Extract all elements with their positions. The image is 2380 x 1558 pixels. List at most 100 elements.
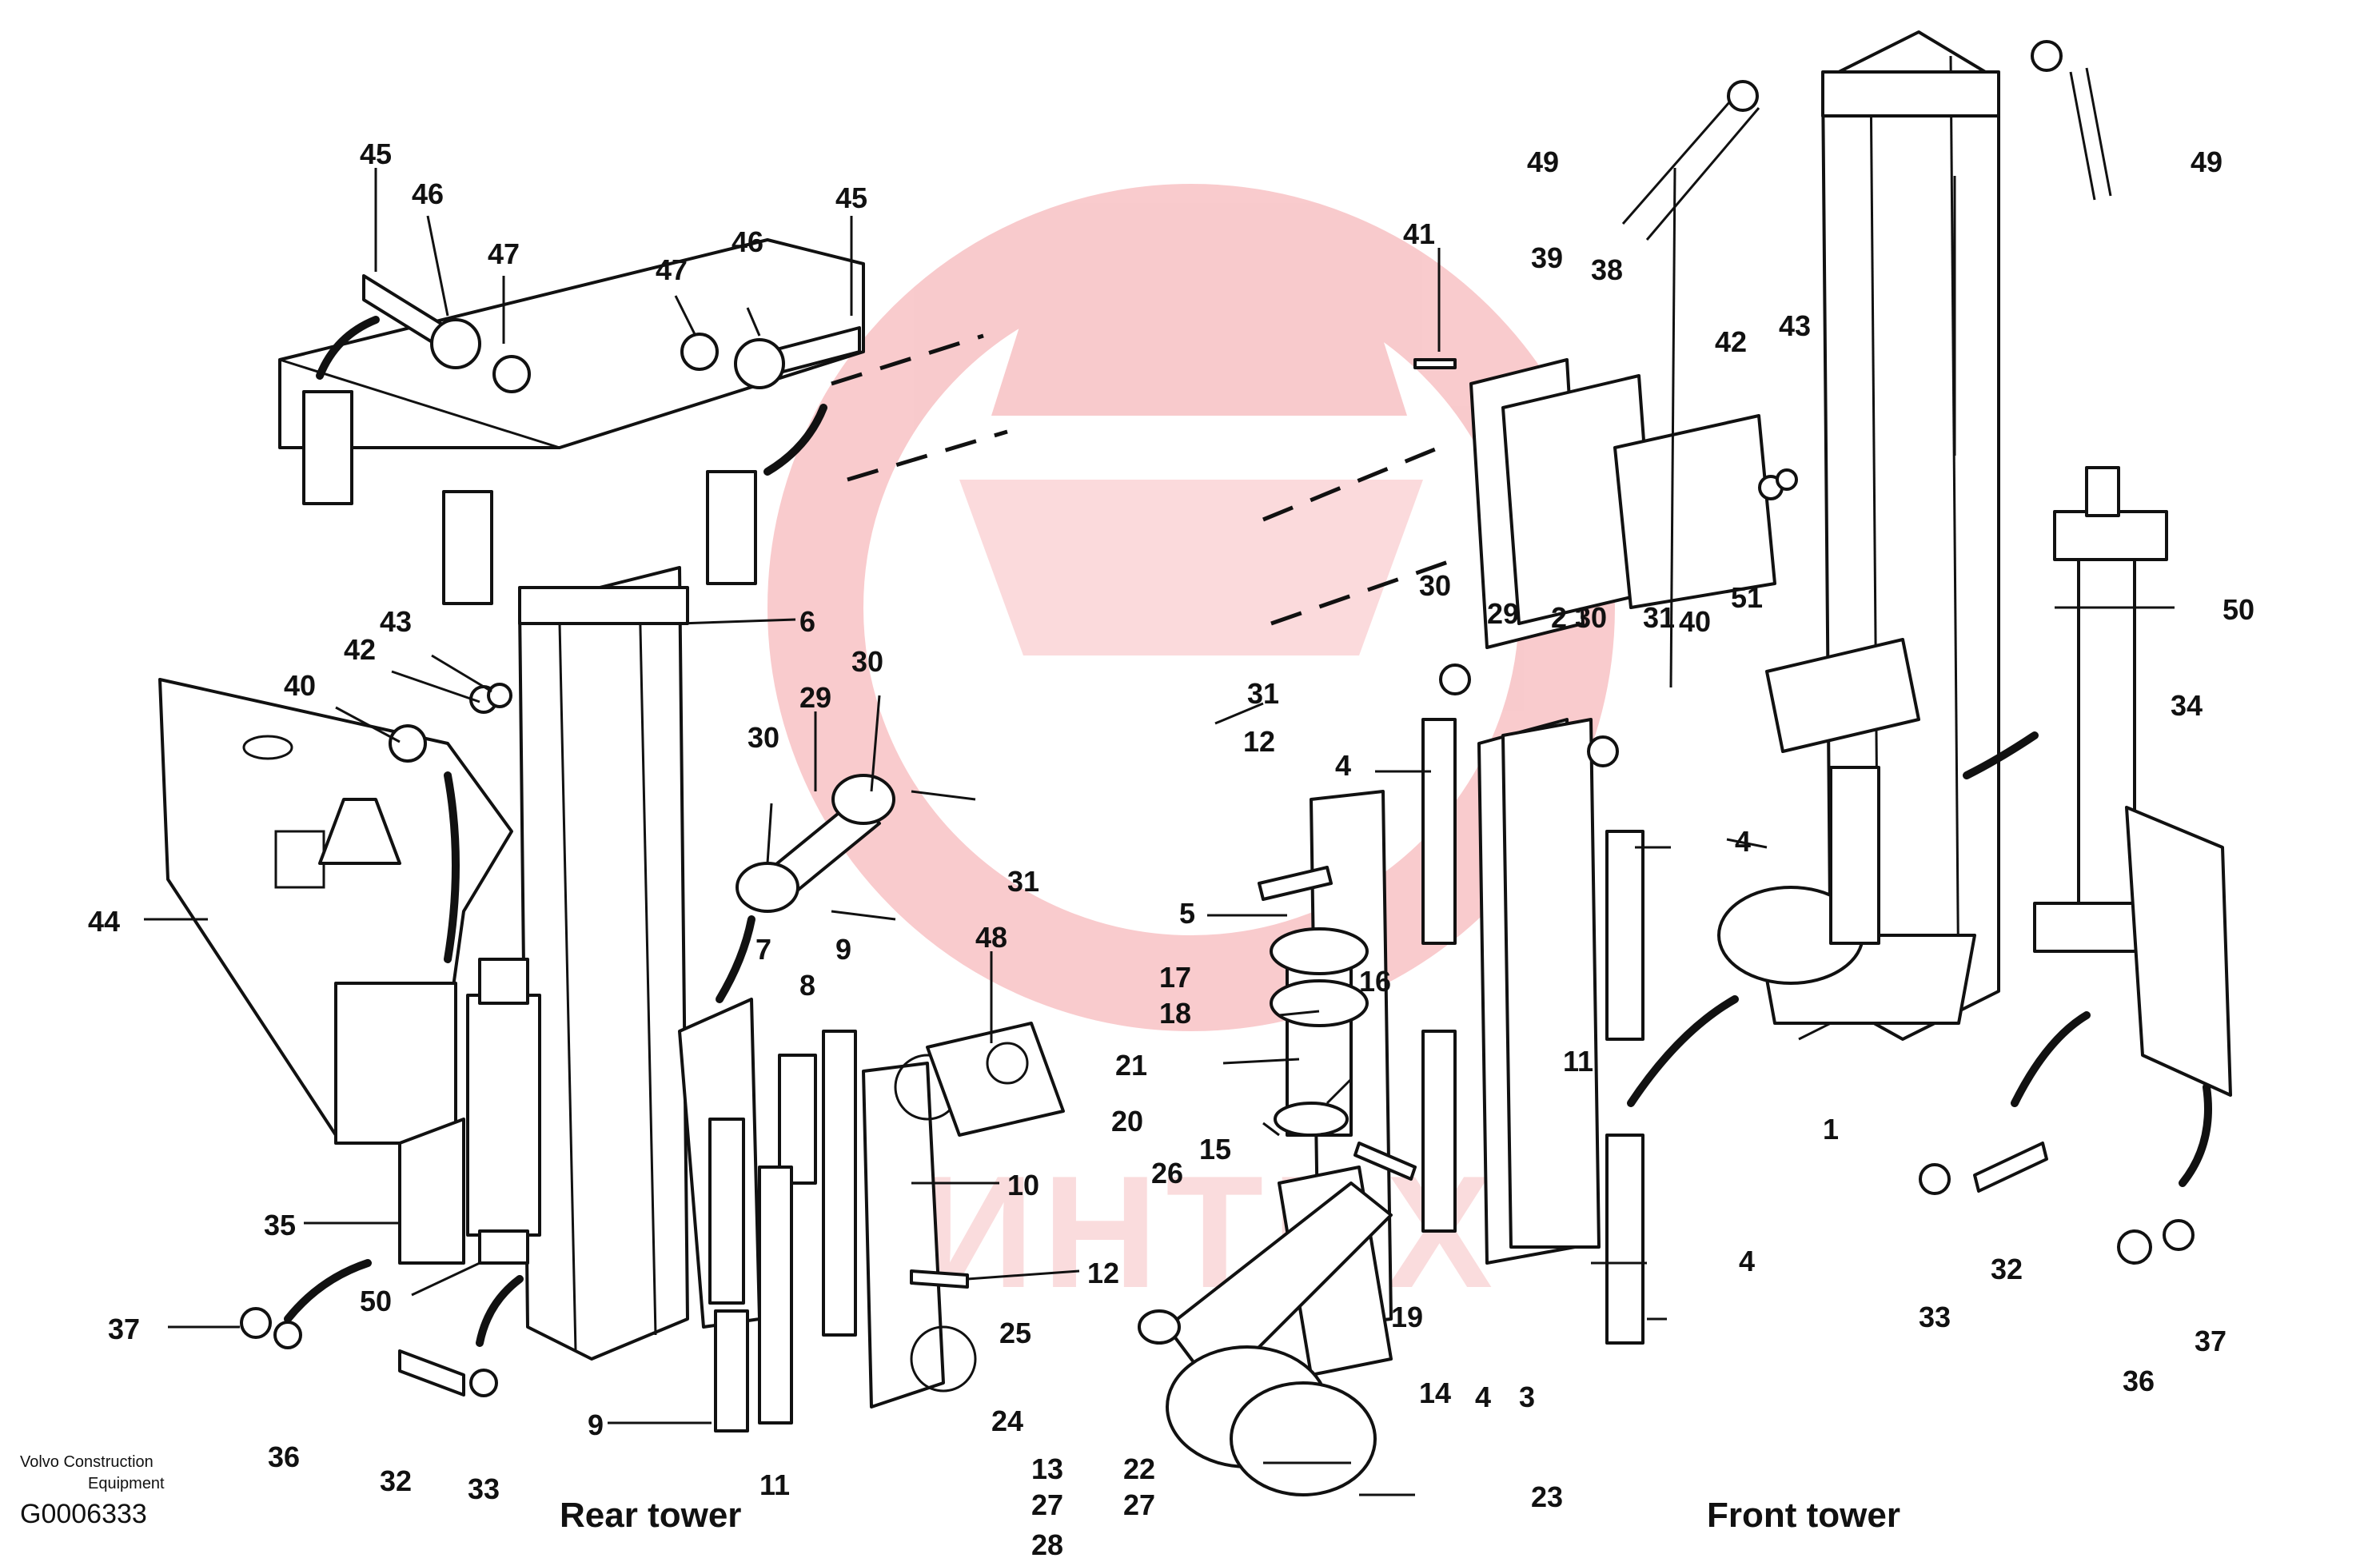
- rear-arrows: [284, 316, 827, 1347]
- callout-43: 43: [1779, 309, 1811, 342]
- watermark-center-mark: [959, 480, 1423, 655]
- callout-35: 35: [264, 1209, 296, 1241]
- callout-49: 49: [1527, 145, 1559, 178]
- callout-6: 6: [799, 605, 815, 638]
- callout-51: 51: [1731, 581, 1763, 614]
- rear-cylinder: [466, 958, 541, 1265]
- front-arrows: [1627, 731, 2212, 1187]
- callout-32: 32: [380, 1464, 412, 1497]
- callout-45: 45: [360, 137, 392, 170]
- manufacturer-credit-line1: Volvo Construction: [20, 1453, 153, 1471]
- callout-22: 22: [1123, 1452, 1155, 1485]
- callout-50: 50: [2223, 593, 2254, 626]
- callout-9: 9: [835, 933, 851, 966]
- callout-43: 43: [380, 605, 412, 638]
- callout-1: 1: [1823, 1113, 1839, 1146]
- callout-40: 40: [1679, 605, 1711, 638]
- callout-33: 33: [1919, 1301, 1951, 1333]
- callout-25: 25: [999, 1317, 1031, 1349]
- front-lower-linkage: [1138, 927, 1393, 1496]
- callout-23: 23: [1531, 1480, 1563, 1513]
- callout-10: 10: [1007, 1169, 1039, 1201]
- callout-30: 30: [747, 721, 779, 754]
- callout-41: 41: [1403, 217, 1435, 250]
- watermark-gear-top: [991, 264, 1407, 416]
- callout-44: 44: [88, 905, 120, 938]
- callout-15: 15: [1199, 1133, 1231, 1166]
- rear-fasteners: [240, 274, 969, 1397]
- front-tower-caption: Front tower: [1707, 1496, 1900, 1535]
- callout-37: 37: [2195, 1325, 2227, 1357]
- callout-38: 38: [1591, 253, 1623, 286]
- callout-29: 29: [799, 681, 831, 714]
- callout-2: 2: [1551, 601, 1567, 634]
- callout-12: 12: [1087, 1257, 1119, 1289]
- callout-16: 16: [1359, 965, 1391, 998]
- callout-numbers: 45 46 47 47 46 45 6 43 42 40 44 35 50 37…: [88, 137, 2254, 1558]
- callout-40: 40: [284, 669, 316, 702]
- front-cylinder-assembly: [1717, 638, 1920, 985]
- front-shield-34: [2125, 806, 2232, 1097]
- callout-48: 48: [975, 921, 1007, 954]
- front-fasteners: [1258, 358, 2195, 1265]
- rear-crossbeam: [278, 238, 1008, 605]
- callout-4: 4: [1335, 749, 1351, 782]
- callout-13: 13: [1031, 1452, 1063, 1485]
- callout-12: 12: [1243, 725, 1275, 758]
- callout-7: 7: [755, 933, 771, 966]
- callout-11: 11: [759, 1468, 790, 1501]
- callout-36: 36: [2123, 1365, 2155, 1397]
- callout-42: 42: [344, 633, 376, 666]
- front-strips-2-3-4: [1310, 718, 1644, 1345]
- callout-27: 27: [1031, 1488, 1063, 1521]
- callout-47: 47: [488, 237, 520, 270]
- callout-9: 9: [588, 1409, 604, 1441]
- callout-14: 14: [1419, 1377, 1451, 1409]
- callout-28: 28: [1031, 1528, 1063, 1558]
- callout-30: 30: [1419, 569, 1451, 602]
- callout-20: 20: [1111, 1105, 1143, 1138]
- rear-tower-column: [518, 566, 689, 1361]
- callout-8: 8: [799, 969, 815, 1002]
- callout-26: 26: [1151, 1157, 1183, 1189]
- callout-17: 17: [1159, 961, 1191, 994]
- callout-33: 33: [468, 1472, 500, 1505]
- callout-29: 29: [1487, 597, 1519, 630]
- callout-37: 37: [108, 1313, 140, 1345]
- callout-19: 19: [1391, 1301, 1423, 1333]
- callout-32: 32: [1991, 1253, 2023, 1285]
- callout-30: 30: [851, 645, 883, 678]
- callout-4: 4: [1475, 1381, 1491, 1413]
- callout-46: 46: [412, 177, 444, 210]
- callout-30: 30: [1575, 601, 1607, 634]
- callout-45: 45: [835, 181, 867, 214]
- front-plates-38-39: [1262, 358, 1776, 649]
- callout-4: 4: [1739, 1245, 1755, 1277]
- manufacturer-credit-line2: Equipment: [88, 1475, 165, 1492]
- front-hoses-49: [1621, 40, 2112, 241]
- callout-42: 42: [1715, 325, 1747, 358]
- callout-31: 31: [1007, 865, 1039, 898]
- rear-pin-29: [736, 774, 976, 921]
- rear-mounting-plate: [158, 678, 513, 1145]
- document-id: G0006333: [20, 1499, 147, 1529]
- rear-bracket-35: [398, 1118, 465, 1265]
- callout-21: 21: [1115, 1049, 1147, 1082]
- callout-50: 50: [360, 1285, 392, 1317]
- callout-46: 46: [732, 225, 763, 258]
- callout-39: 39: [1531, 241, 1563, 274]
- callout-24: 24: [991, 1405, 1023, 1437]
- callout-18: 18: [1159, 997, 1191, 1030]
- callout-31: 31: [1247, 677, 1279, 710]
- callout-31: 31: [1643, 601, 1675, 634]
- callout-11: 11: [1563, 1045, 1593, 1078]
- callout-36: 36: [268, 1440, 300, 1473]
- callout-34: 34: [2171, 689, 2203, 722]
- rear-tower-caption: Rear tower: [560, 1496, 741, 1535]
- rear-clevis-48: [926, 1022, 1065, 1137]
- callout-3: 3: [1519, 1381, 1535, 1413]
- rear-wear-strips: [678, 998, 977, 1432]
- callout-27: 27: [1123, 1488, 1155, 1521]
- leader-lines: [144, 167, 2175, 1496]
